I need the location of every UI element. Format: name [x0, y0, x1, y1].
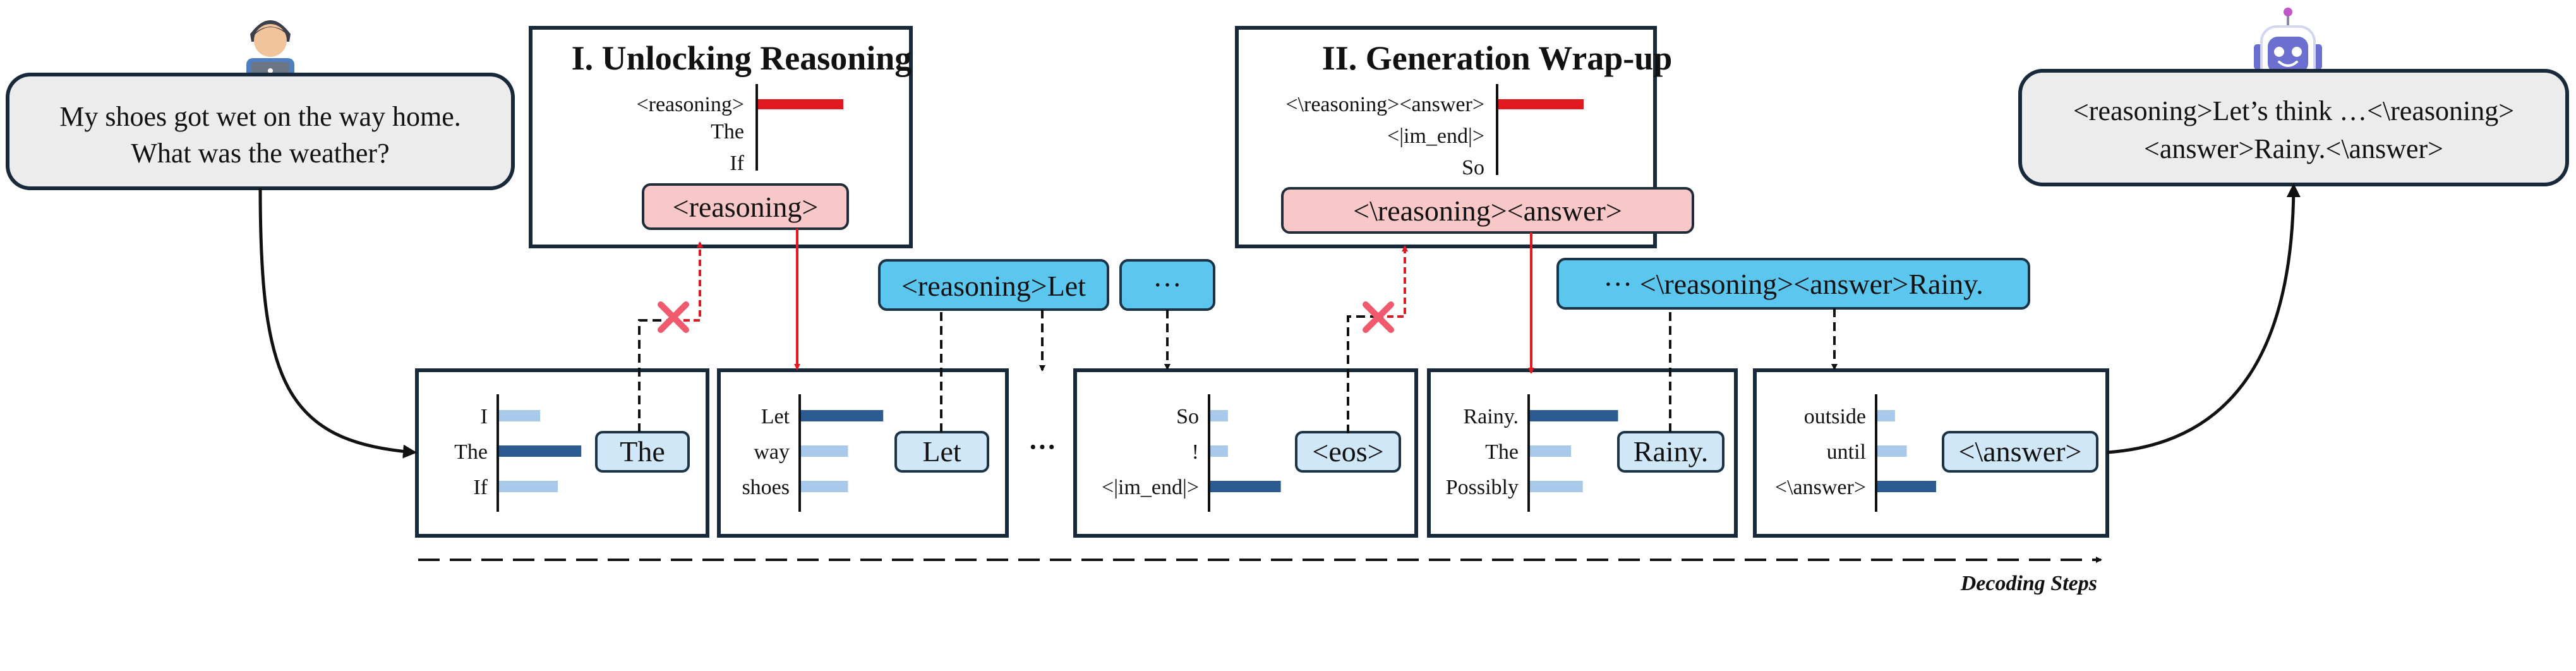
pill-answer-rainy — [1556, 258, 2030, 310]
step3-candidate-bar — [1210, 445, 1228, 457]
step4-candidate-label: Rainy. — [1463, 405, 1519, 428]
pill-reasoning-let-text: <reasoning>Let — [901, 270, 1086, 302]
step1-candidate-label: If — [473, 476, 488, 499]
step2-token: Let — [922, 435, 961, 468]
step2-candidate-label: Let — [761, 405, 790, 428]
panel-unlocking-reasoning-title: I. Unlocking Reasoning — [572, 39, 912, 77]
user-question-line1: My shoes got wet on the way home. — [59, 101, 460, 132]
step5-candidate-label: outside — [1804, 405, 1866, 428]
step3-candidate-bar — [1210, 410, 1228, 421]
step5-candidate-bar — [1877, 445, 1907, 457]
step5-token-box — [1942, 431, 2098, 473]
panel2-candidate-chart: <\reasoning><answer> <|im_end|> So — [1285, 84, 1584, 179]
panel2-candidate-label: <\reasoning><answer> — [1285, 93, 1484, 116]
panel-generation-wrapup-title: II. Generation Wrap-up — [1322, 39, 1673, 77]
step1-token: The — [620, 435, 665, 468]
step3-token: <eos> — [1312, 435, 1383, 468]
arrow-user-to-step1 — [258, 188, 417, 459]
panel2-token-box — [1281, 187, 1694, 234]
panel1-candidate-label: The — [711, 120, 744, 143]
connector-step1-up — [638, 319, 673, 432]
step4-candidate-bar — [1530, 445, 1572, 457]
step3-candidate-bar — [1210, 481, 1281, 492]
step1-candidate-label: The — [454, 440, 488, 464]
cross-icon — [1363, 301, 1394, 333]
user-question-line2: What was the weather? — [131, 138, 389, 169]
step4-candidate-bar — [1530, 481, 1583, 492]
step4-candidate-bar — [1530, 410, 1618, 421]
step5-candidate-label: <\answer> — [1775, 476, 1866, 499]
step3-candidate-label: ! — [1192, 440, 1199, 464]
panel1-candidate-bar — [758, 99, 843, 109]
step4-token: Rainy. — [1634, 435, 1708, 468]
step3-candidate-label: So — [1176, 405, 1199, 428]
step2-candidate-label: shoes — [742, 476, 790, 499]
step5-candidate-bar — [1877, 410, 1895, 421]
panel1-candidate-label: <reasoning> — [636, 93, 744, 116]
steps-ellipsis: ··· — [1028, 432, 1056, 462]
rejected-path-to-panel2 — [1377, 245, 1408, 318]
bot-answer-line2: <answer>Rainy.<\answer> — [2144, 133, 2443, 164]
step1-candidate-bar — [499, 481, 558, 492]
pill-answer-rainy-text: ··· <\reasoning><answer>Rainy. — [1603, 268, 1983, 300]
panel1-candidate-label: If — [730, 152, 744, 175]
connector-step3-up — [1347, 315, 1377, 433]
panel2-candidate-label: <|im_end|> — [1387, 124, 1484, 148]
step5-candidate-label: until — [1827, 440, 1866, 464]
step2-candidate-label: way — [754, 440, 790, 464]
step1-candidate-label: I — [481, 405, 488, 428]
cross-icon — [658, 301, 689, 333]
step4-candidate-label: Possibly — [1446, 476, 1519, 499]
step2-candidate-bar — [801, 481, 848, 492]
panel2-token: <\reasoning><answer> — [1353, 195, 1622, 227]
step1-token-box — [595, 431, 690, 473]
panel2-candidate-bar — [1498, 99, 1584, 109]
step1-candidate-bar — [499, 410, 541, 421]
step2-candidate-bar — [801, 445, 848, 457]
decoding-steps-label: Decoding Steps — [1960, 572, 2097, 595]
panel1-token-box — [642, 183, 849, 230]
panel2-candidate-label: So — [1462, 156, 1484, 179]
step1-candidate-bar — [499, 445, 582, 457]
step5-token: <\answer> — [1959, 435, 2082, 468]
arrow-step5-to-bot — [2107, 183, 2301, 454]
step3-candidate-label: <|im_end|> — [1102, 476, 1199, 499]
bot-answer-line1: <reasoning>Let’s think …<\reasoning> — [2073, 95, 2514, 126]
step2-candidate-bar — [801, 410, 884, 421]
panel1-token: <reasoning> — [673, 191, 819, 223]
step4-candidate-label: The — [1485, 440, 1519, 464]
rejected-path-to-panel1 — [673, 241, 703, 322]
bot-answer-bubble — [2018, 69, 2569, 186]
pill-reasoning-let — [878, 259, 1109, 311]
step5-candidate-bar — [1877, 481, 1936, 492]
pill-ellipsis-text: ··· — [1153, 269, 1182, 301]
